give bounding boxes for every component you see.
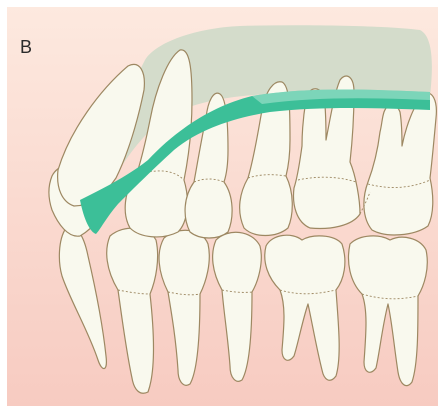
panel-label: B — [20, 38, 32, 56]
